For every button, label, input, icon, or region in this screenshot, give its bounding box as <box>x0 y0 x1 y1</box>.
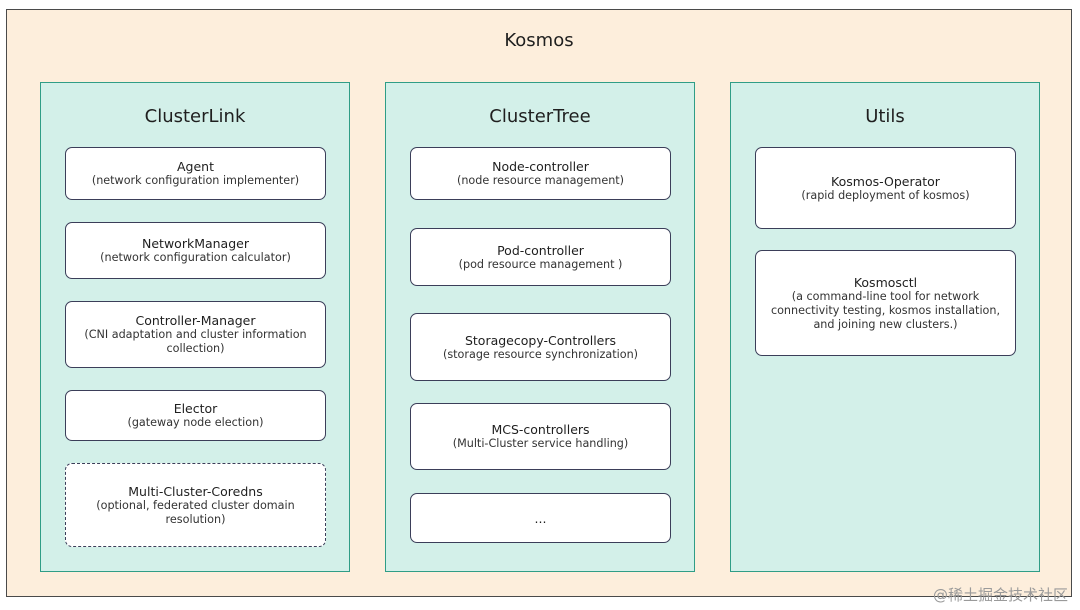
box-kosmosctl: Kosmosctl (a command-line tool for netwo… <box>755 250 1016 356</box>
box-title: Node-controller <box>492 159 589 174</box>
box-title: Elector <box>173 401 218 416</box>
box-title: Pod-controller <box>497 242 584 258</box>
box-controller-manager: Controller-Manager (CNI adaptation and c… <box>65 301 326 368</box>
box-desc: (a command-line tool for network connect… <box>770 289 1001 331</box>
utils-column: Utils Kosmos-Operator (rapid deployment … <box>730 82 1040 572</box>
box-title: Multi-Cluster-Coredns <box>128 483 263 499</box>
box-ellipsis: ... <box>410 493 671 543</box>
box-title: NetworkManager <box>142 236 249 251</box>
box-node-controller: Node-controller (node resource managemen… <box>410 147 671 200</box>
box-title: Controller-Manager <box>135 313 256 328</box>
box-desc: (network configuration calculator) <box>100 251 291 264</box>
column-title-clustertree: ClusterTree <box>489 106 591 127</box>
box-desc: (optional, federated cluster domain reso… <box>96 498 295 526</box>
watermark-text: @稀土掘金技术社区 <box>932 586 1068 604</box>
box-mcs-controllers: MCS-controllers (Multi-Cluster service h… <box>410 403 671 470</box>
box-desc: (CNI adaptation and cluster information … <box>84 328 307 355</box>
box-desc: (rapid deployment of kosmos) <box>801 188 970 202</box>
box-elector: Elector (gateway node election) <box>65 390 326 441</box>
box-kosmos-operator: Kosmos-Operator (rapid deployment of kos… <box>755 147 1016 229</box>
box-desc: (Multi-Cluster service handling) <box>452 437 629 450</box>
box-desc: (storage resource synchronization) <box>442 347 639 361</box>
box-title: Storagecopy-Controllers <box>464 332 617 348</box>
box-multi-cluster-coredns: Multi-Cluster-Coredns (optional, federat… <box>65 463 326 547</box>
box-title: Agent <box>177 159 214 174</box>
box-desc: (gateway node election) <box>127 416 264 429</box>
box-pod-controller: Pod-controller (pod resource management … <box>410 228 671 286</box>
box-title: ... <box>534 510 547 526</box>
box-desc: (network configuration implementer) <box>91 174 300 187</box>
box-desc: (pod resource management ) <box>458 257 623 271</box>
kosmos-title: Kosmos <box>504 30 574 51</box>
clusterlink-column: ClusterLink Agent (network configuration… <box>40 82 350 572</box>
column-title-utils: Utils <box>865 106 905 127</box>
box-storagecopy-controllers: Storagecopy-Controllers (storage resourc… <box>410 313 671 381</box>
column-title-clusterlink: ClusterLink <box>144 106 246 127</box>
box-title: Kosmosctl <box>853 274 918 290</box>
clustertree-column: ClusterTree Node-controller (node resour… <box>385 82 695 572</box>
box-networkmanager: NetworkManager (network configuration ca… <box>65 222 326 279</box>
kosmos-container: Kosmos ClusterLink Agent (network config… <box>6 9 1072 597</box>
box-title: Kosmos-Operator <box>831 173 940 189</box>
box-desc: (node resource management) <box>456 174 625 187</box>
box-agent: Agent (network configuration implementer… <box>65 147 326 200</box>
box-title: MCS-controllers <box>491 422 590 437</box>
